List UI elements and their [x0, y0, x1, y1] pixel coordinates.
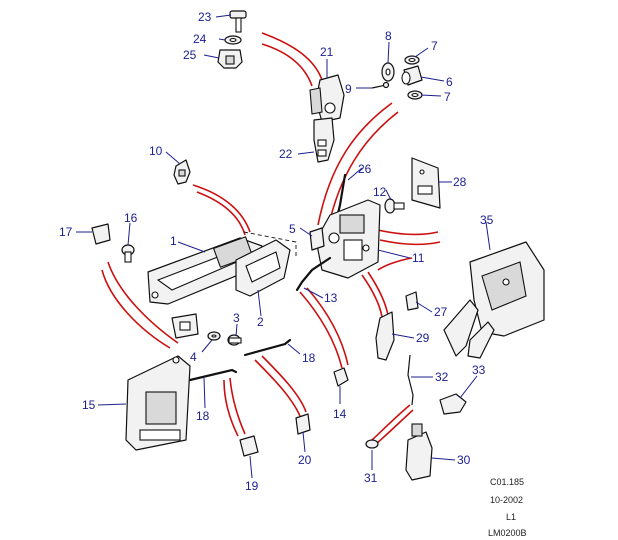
callout-label: 22 — [279, 147, 293, 161]
callout-label: 4 — [190, 350, 197, 364]
callout-label: 12 — [373, 185, 387, 199]
callout-label: 17 — [59, 225, 73, 239]
part-25-clip — [217, 49, 243, 69]
info-date: 10-2002 — [490, 495, 523, 505]
callout-label: 23 — [198, 10, 212, 24]
callout-label: 5 — [289, 222, 296, 236]
part-1-interior-handle — [147, 236, 263, 305]
callout-label: 27 — [434, 305, 448, 319]
callout-label: 8 — [385, 29, 392, 43]
linkage-lines — [101, 32, 441, 445]
callout-label: 3 — [233, 311, 240, 325]
part-18-rod-upper — [243, 338, 292, 357]
callout-label: 29 — [416, 331, 430, 345]
callout-label: 32 — [435, 370, 449, 384]
part-5-lever — [309, 227, 325, 251]
callout-label: 25 — [183, 48, 197, 62]
callout-label: 14 — [333, 407, 347, 421]
part-21-lock-barrel — [309, 74, 345, 123]
part-11-lock-mechanism — [315, 199, 381, 279]
illustration-info-block: C01.185 10-2002 L1 LM0200B — [488, 477, 527, 538]
callout-label: 10 — [149, 144, 163, 158]
info-code: C01.185 — [490, 477, 524, 487]
part-22-bracket — [313, 117, 335, 163]
part-33-clip — [439, 393, 467, 415]
part-15-panel — [125, 355, 191, 451]
part-13-rod — [295, 256, 332, 292]
part-24-washer — [224, 35, 242, 45]
part-7-clip-upper — [404, 55, 420, 65]
callout-label: 13 — [324, 291, 338, 305]
part-18-rod-lower — [188, 368, 238, 382]
callout-label: 2 — [257, 315, 264, 329]
callout-leaders — [76, 14, 491, 479]
part-7-clip-lower — [407, 90, 423, 100]
part-19-clip — [239, 435, 259, 457]
part-20-clip — [295, 413, 311, 435]
callout-label: 1 — [170, 234, 177, 248]
callout-label: 18 — [302, 351, 316, 365]
part-17-clip — [91, 223, 111, 245]
callout-label: 30 — [457, 453, 471, 467]
info-level: L1 — [506, 512, 516, 522]
part-16-screw — [121, 244, 135, 263]
callout-label: 6 — [446, 75, 453, 89]
part-32-rod — [407, 354, 414, 406]
callout-label: 24 — [193, 32, 207, 46]
callout-label: 15 — [82, 398, 96, 412]
part-10-clip — [173, 159, 191, 185]
part-12-bolt — [384, 198, 405, 214]
part-31-clip — [365, 439, 379, 449]
callout-label: 21 — [320, 45, 334, 59]
part-2-bezel — [235, 239, 291, 297]
panel-tab — [171, 313, 199, 339]
callout-label: 16 — [124, 211, 138, 225]
part-29-lever — [375, 311, 395, 361]
part-3-screw — [227, 334, 242, 346]
part-8-washer — [381, 62, 395, 82]
callout-label: 19 — [245, 479, 259, 493]
callout-label: 11 — [412, 251, 425, 265]
part-9-pin — [371, 81, 390, 89]
part-27-bracket — [405, 291, 419, 311]
assembly-guide — [243, 231, 297, 258]
part-35-latch — [443, 241, 545, 359]
part-23-bolt — [229, 10, 247, 33]
part-28-plate — [411, 157, 441, 209]
callout-label: 18 — [196, 409, 210, 423]
part-4-washer — [207, 331, 221, 341]
callout-label: 33 — [472, 363, 486, 377]
callout-label: 20 — [298, 453, 312, 467]
callout-label: 35 — [480, 213, 494, 227]
part-14-clip — [333, 367, 349, 387]
info-reference: LM0200B — [488, 528, 527, 538]
callout-label: 7 — [444, 90, 451, 104]
callout-label: 26 — [358, 162, 372, 176]
part-30-actuator — [405, 423, 433, 481]
callout-label: 31 — [364, 471, 378, 485]
part-6-cylinder — [401, 65, 423, 86]
callout-label: 7 — [431, 39, 438, 53]
callout-label: 9 — [345, 82, 352, 96]
callout-label: 28 — [453, 175, 467, 189]
callout-numbers: 1 2 3 4 5 6 7 7 8 9 10 11 12 13 14 15 16… — [59, 10, 494, 493]
